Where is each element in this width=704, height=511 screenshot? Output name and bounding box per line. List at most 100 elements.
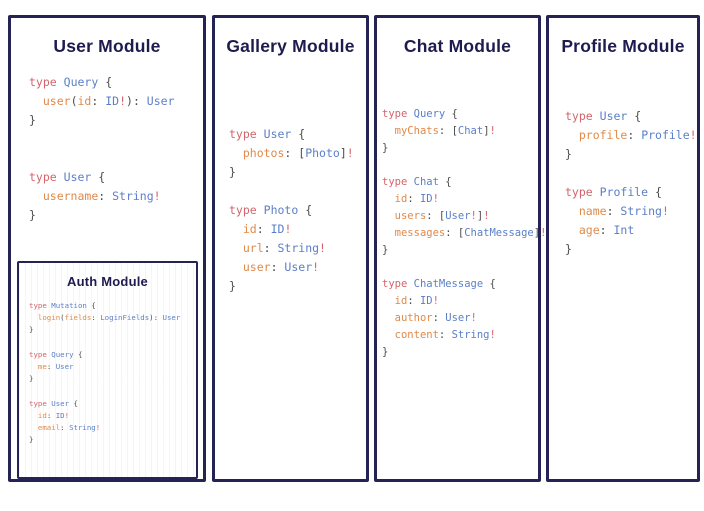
- code-token-bang: !: [540, 227, 547, 239]
- code-token-punc: :: [599, 223, 614, 237]
- code-token-field: photos: [242, 146, 285, 160]
- code-token-bang: !: [489, 329, 496, 341]
- code-token-kw: type: [229, 203, 257, 217]
- code-token-punc: }: [29, 113, 36, 127]
- code-token-punc: : [: [445, 227, 465, 239]
- code-token-type: String: [112, 189, 154, 203]
- code-token-punc: [382, 329, 395, 341]
- code-token-field: me: [37, 362, 47, 371]
- code-token-field: id: [77, 94, 92, 108]
- code-token-punc: [593, 109, 600, 123]
- code-token-type: Query: [51, 349, 74, 359]
- code-token-bang: !: [689, 128, 697, 142]
- code-token-punc: [565, 223, 579, 237]
- code-token-punc: [382, 125, 395, 137]
- panel-auth-module[interactable]: Auth Module type Mutation { login(fields…: [17, 261, 198, 479]
- code-token-punc: [382, 193, 395, 205]
- code-token-field: id: [242, 222, 257, 236]
- panel-title-gallery-module: Gallery Module: [226, 36, 355, 56]
- code-token-punc: {: [69, 398, 78, 408]
- code-token-bang: !: [432, 193, 439, 205]
- code-token-punc: ]: [483, 125, 490, 137]
- code-token-bang: !: [489, 125, 496, 137]
- code-token-kw: type: [565, 185, 593, 199]
- code-token-type: Mutation: [51, 301, 87, 310]
- code-token-type: User: [51, 398, 70, 408]
- code-token-kw: type: [382, 108, 408, 120]
- code-token-type: Photo: [263, 203, 299, 217]
- code-token-punc: [565, 204, 579, 218]
- code-token-punc: [57, 75, 64, 89]
- code-token-punc: :: [432, 312, 446, 324]
- code-token-bang: !: [119, 94, 127, 108]
- panel-user-module[interactable]: User Module type Query { user(id: ID!): …: [8, 15, 206, 482]
- code-token-punc: :: [60, 423, 70, 432]
- code-token-punc: :: [91, 313, 101, 323]
- code-token-field: email: [37, 423, 61, 432]
- panel-gallery-module[interactable]: Gallery Module type User { photos: [Phot…: [212, 15, 369, 482]
- code-token-punc: (: [70, 94, 78, 108]
- code-token-kw: type: [382, 176, 408, 188]
- code-token-punc: [382, 210, 395, 222]
- code-token-punc: }: [382, 346, 389, 358]
- code-token-punc: {: [98, 75, 113, 89]
- panel-chat-module[interactable]: Chat Module type Query { myChats: [Chat]…: [374, 15, 546, 482]
- code-token-punc: ]: [533, 227, 541, 239]
- code-block-gallery-user: type User { photos: [Photo]! }: [229, 125, 366, 182]
- code-token-punc: }: [29, 374, 34, 384]
- code-token-field: messages: [394, 227, 446, 239]
- code-token-punc: [29, 189, 43, 203]
- code-token-bang: !: [470, 210, 477, 222]
- code-gap: [215, 182, 366, 201]
- code-token-type: ChatMessage: [413, 278, 484, 290]
- code-token-type: String: [451, 329, 490, 341]
- code-token-punc: [382, 312, 395, 324]
- code-token-type: ID: [419, 193, 433, 205]
- code-token-kw: type: [229, 127, 257, 141]
- code-token-punc: : [: [438, 125, 458, 137]
- code-token-punc: }: [29, 325, 34, 335]
- code-token-field: users: [394, 210, 427, 222]
- code-block-chat-message: type ChatMessage { id: ID! author: User!…: [382, 276, 538, 361]
- code-token-type: User: [445, 312, 471, 324]
- panel-profile-module[interactable]: Profile Module type User { profile: Prof…: [546, 15, 700, 482]
- code-token-kw: type: [565, 109, 593, 123]
- code-block-gallery-photo: type Photo { id: ID! url: String! user: …: [229, 201, 366, 296]
- code-token-punc: [229, 146, 243, 160]
- code-token-type: String: [69, 423, 96, 432]
- code-token-type: ID: [55, 410, 65, 420]
- code-token-punc: [257, 203, 264, 217]
- code-token-kw: type: [29, 398, 47, 408]
- code-block-chat-chat: type Chat { id: ID! users: [User!]! mess…: [382, 174, 546, 259]
- code-token-field: username: [42, 189, 99, 203]
- code-token-type: ChatMessage: [464, 227, 534, 239]
- code-block-profile-profile: type Profile { name: String! age: Int }: [565, 183, 697, 259]
- code-token-type: User: [146, 94, 175, 108]
- code-token-bang: !: [153, 189, 161, 203]
- code-token-type: Chat: [413, 176, 439, 188]
- code-token-punc: :: [256, 222, 271, 236]
- code-token-punc: }: [382, 142, 389, 154]
- code-token-punc: [229, 260, 243, 274]
- code-token-punc: [257, 127, 264, 141]
- code-token-punc: {: [445, 108, 458, 120]
- code-token-kw: type: [29, 301, 47, 310]
- code-token-punc: }: [229, 279, 236, 293]
- code-token-punc: :: [438, 329, 452, 341]
- code-token-punc: : [: [284, 146, 306, 160]
- code-token-punc: [29, 423, 38, 432]
- code-token-type: Query: [413, 108, 446, 120]
- code-gap: [11, 130, 203, 168]
- code-token-punc: ):: [126, 94, 147, 108]
- code-token-punc: {: [73, 349, 83, 359]
- code-token-punc: [382, 295, 395, 307]
- code-token-type: String: [620, 204, 662, 218]
- code-token-punc: : [: [426, 210, 446, 222]
- code-token-field: user: [242, 260, 271, 274]
- code-token-punc: }: [382, 244, 389, 256]
- code-token-punc: :: [98, 189, 113, 203]
- code-token-punc: {: [483, 278, 496, 290]
- code-token-kw: type: [29, 170, 57, 184]
- code-token-punc: {: [86, 301, 96, 310]
